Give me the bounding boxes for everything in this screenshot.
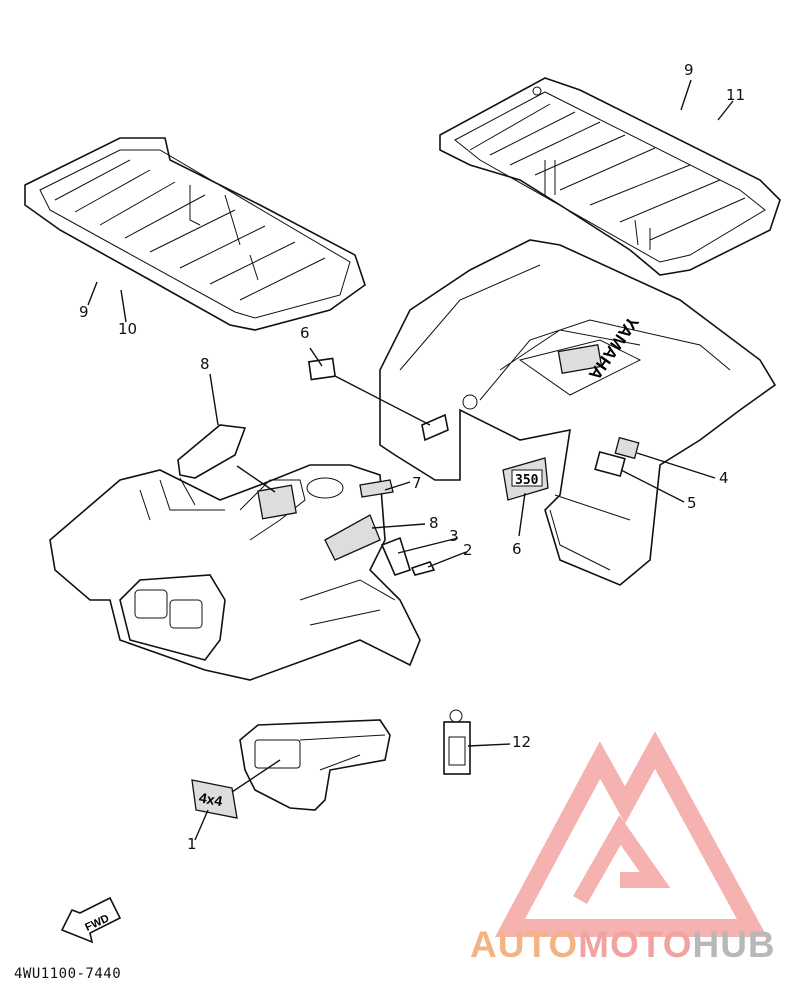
callout-12: 12 <box>512 733 532 751</box>
callout-5: 5 <box>687 494 697 512</box>
decal-4x4: 4x4 <box>191 779 238 819</box>
callout-3: 3 <box>449 527 459 545</box>
reflector-4 <box>614 436 640 460</box>
decal-2 <box>410 561 436 576</box>
part-8-lens <box>177 424 247 479</box>
front-fender <box>49 464 421 681</box>
callout-6-upper: 6 <box>300 324 310 342</box>
front-carrier <box>24 137 366 331</box>
fwd-arrow-icon: FWD <box>60 896 122 944</box>
decal-7 <box>359 479 394 498</box>
front-guard-panel <box>239 719 391 811</box>
automotohub-logo-icon <box>494 731 768 937</box>
decal-350: 350 <box>502 457 549 501</box>
callout-8-upper: 8 <box>200 355 210 373</box>
decal-3 <box>380 536 411 576</box>
rear-carrier <box>439 77 781 276</box>
hang-tag-12 <box>443 709 471 775</box>
decal-6-fender <box>421 413 449 442</box>
callout-7: 7 <box>412 474 422 492</box>
watermark-moto: MOTO <box>578 924 693 965</box>
watermark-auto: AUTO <box>470 924 579 965</box>
callout-9-front: 9 <box>79 303 89 321</box>
leader-lines <box>87 79 734 841</box>
callout-2: 2 <box>463 541 473 559</box>
callout-1: 1 <box>187 835 197 853</box>
diagram-part-code: 4WU1100-7440 <box>14 966 122 982</box>
reflector-5 <box>594 450 626 478</box>
callout-6-lower: 6 <box>512 540 522 558</box>
callout-9-rear: 9 <box>684 61 694 79</box>
engine-size-text: 350 <box>515 473 539 488</box>
callout-10: 10 <box>118 320 138 338</box>
drive-decal-text: 4x4 <box>198 789 224 809</box>
watermark-brand: AUTOMOTOHUB <box>470 924 776 966</box>
decal-6-upper <box>307 357 337 381</box>
rear-fender: YAMAHA <box>379 239 777 586</box>
callout-4: 4 <box>719 469 729 487</box>
callout-8-lower: 8 <box>429 514 439 532</box>
watermark-hub: HUB <box>692 924 776 965</box>
callout-11: 11 <box>726 86 746 104</box>
